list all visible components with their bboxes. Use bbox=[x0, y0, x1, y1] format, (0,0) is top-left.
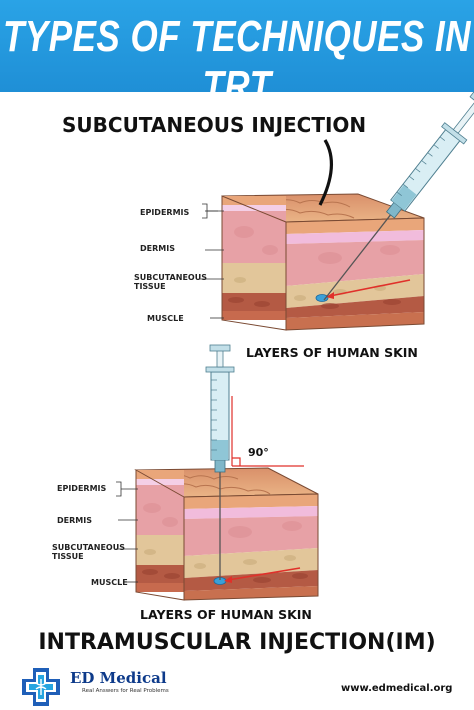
intramuscular-heading: INTRAMUSCULAR INJECTION(IM) bbox=[38, 630, 436, 655]
angle-marker bbox=[231, 396, 304, 467]
leader-lines-bottom bbox=[116, 481, 138, 583]
skin-layers-caption: LAYERS OF HUMAN SKIN bbox=[246, 345, 418, 360]
brand-name: ED Medical bbox=[70, 669, 167, 687]
brand-tagline: Real Answers for Real Problems bbox=[82, 688, 169, 694]
skin-layers-caption: LAYERS OF HUMAN SKIN bbox=[140, 607, 312, 622]
syringe-vertical bbox=[205, 344, 235, 580]
label-dermis: DERMIS bbox=[57, 516, 92, 525]
label-epidermis: EPIDERMIS bbox=[140, 208, 190, 217]
website-link[interactable]: www.edmedical.org bbox=[341, 683, 453, 694]
leader-lines-top bbox=[200, 203, 224, 319]
label-subcutaneous-line2: TISSUE bbox=[134, 282, 166, 291]
label-dermis: DERMIS bbox=[140, 244, 175, 253]
label-subcutaneous-line2: TISSUE bbox=[52, 552, 84, 561]
label-subcutaneous-tissue: SUBCUTANEOUS TISSUE bbox=[134, 273, 207, 291]
label-muscle: MUSCLE bbox=[147, 314, 184, 323]
label-subcutaneous-line1: SUBCUTANEOUS bbox=[52, 543, 125, 552]
label-muscle: MUSCLE bbox=[91, 578, 128, 587]
heading-pointer bbox=[318, 139, 333, 206]
ed-medical-logo bbox=[22, 668, 60, 706]
label-subcutaneous-tissue: SUBCUTANEOUS TISSUE bbox=[52, 543, 125, 561]
subcutaneous-heading: SUBCUTANEOUS INJECTION bbox=[62, 113, 367, 137]
skin-block-intramuscular bbox=[134, 467, 319, 601]
label-subcutaneous-line1: SUBCUTANEOUS bbox=[134, 273, 207, 282]
skin-block-subcutaneous bbox=[221, 193, 425, 331]
page-title: TYPES OF TECHNIQUES IN TRT bbox=[3, 12, 471, 111]
angle-label: 90° bbox=[248, 446, 269, 459]
title-banner: TYPES OF TECHNIQUES IN TRT bbox=[0, 0, 474, 111]
label-epidermis: EPIDERMIS bbox=[57, 484, 107, 493]
